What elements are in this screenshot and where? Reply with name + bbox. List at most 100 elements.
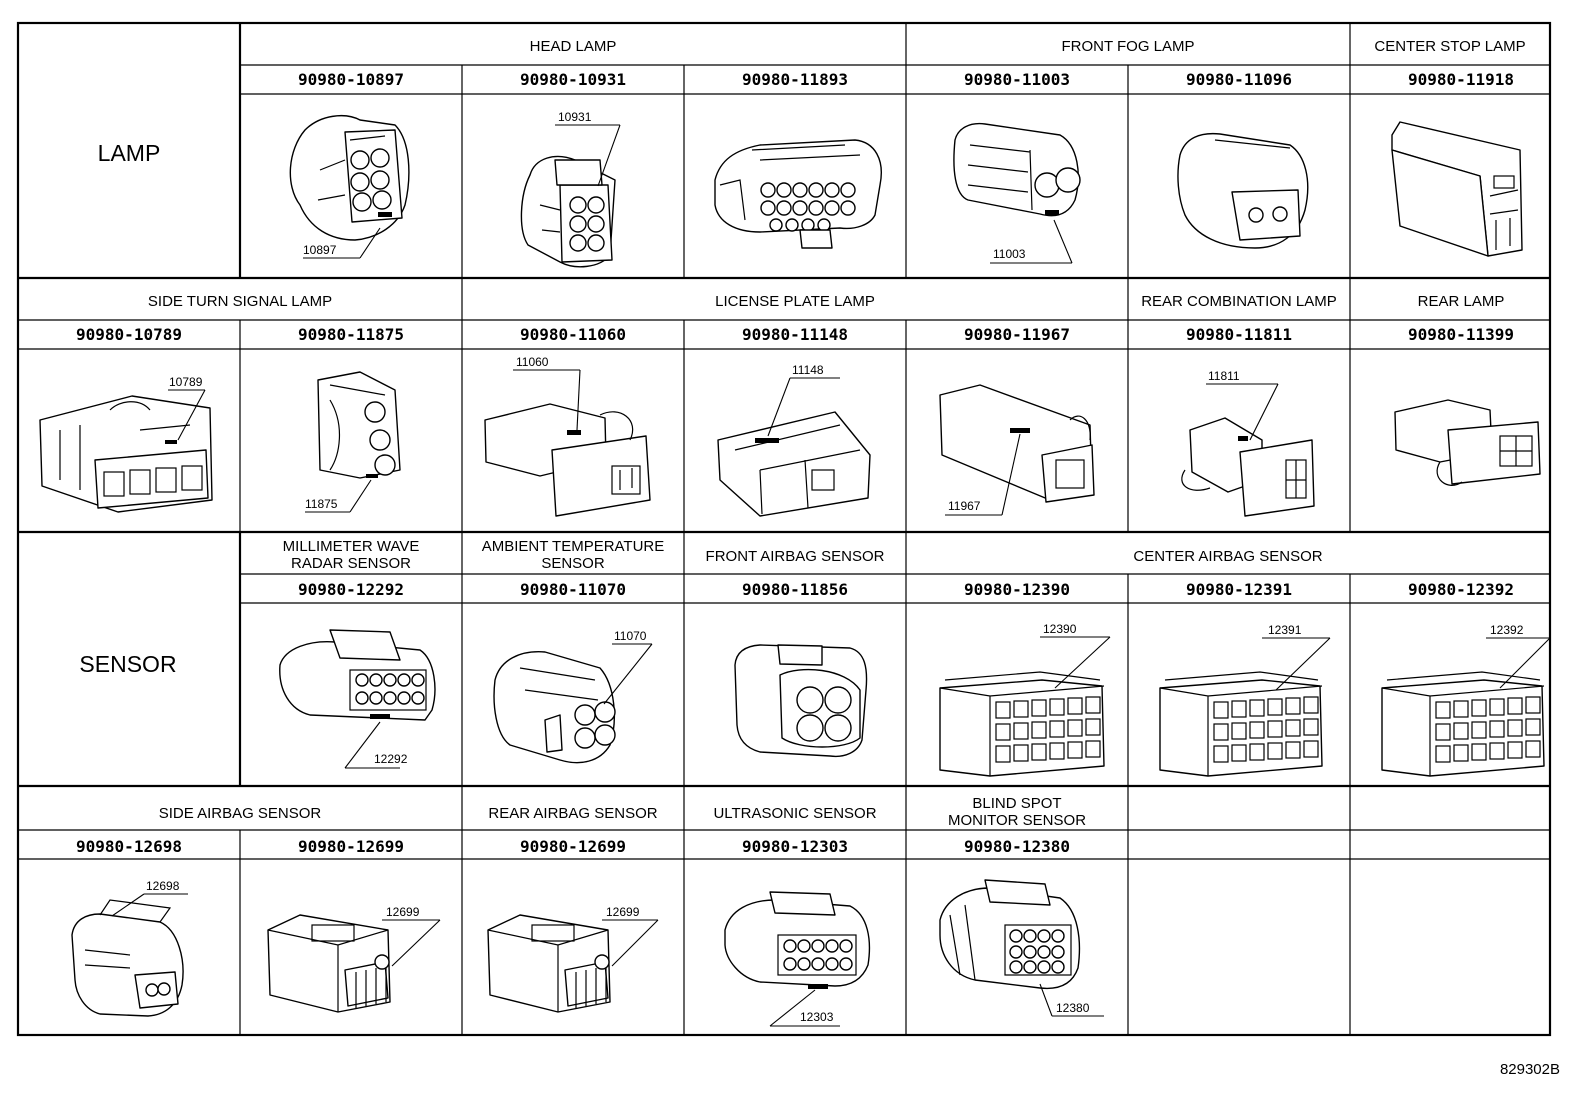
connector-illustration [939,879,1081,990]
callout-leader [576,369,581,431]
part-number: 90980-10897 [298,70,404,89]
part-number: 90980-12698 [76,837,182,856]
part-number: 90980-11967 [964,325,1070,344]
group-label-side-turn-signal-lamp: SIDE TURN SIGNAL LAMP [148,293,332,310]
connector-illustration [953,122,1081,217]
callout-label: 12292 [374,752,408,766]
group-label-rear-lamp: REAR LAMP [1418,293,1505,310]
connector-illustration [493,651,616,764]
callout-leader [611,919,659,967]
connector-illustration [939,671,1105,777]
part-number: 90980-10931 [520,70,626,89]
group-label-ambient-temperature: AMBIENT TEMPERATURE [482,538,665,555]
callout-leader [1039,983,1053,1017]
connector-illustration [279,629,436,721]
part-number: 90980-12699 [520,837,626,856]
group-label-license-plate-lamp: LICENSE PLATE LAMP [715,293,875,310]
callout-label: 11811 [1208,369,1240,383]
callout-label: 11060 [516,355,549,369]
callout-leader [597,124,621,187]
callout-leader [769,989,816,1027]
callout-label: 11070 [614,629,647,643]
callout-label: 12380 [1056,1001,1090,1015]
part-number: 90980-11148 [742,325,848,344]
callout-label: 11003 [993,247,1026,261]
part-number: 90980-12303 [742,837,848,856]
reference-code: 829302B [1500,1061,1560,1078]
part-number: 90980-12390 [964,580,1070,599]
connector-illustration [1391,121,1523,257]
part-number: 90980-12380 [964,837,1070,856]
connector-illustration [267,914,391,1013]
callout-leader [177,389,206,441]
connector-illustration [1381,671,1545,777]
part-number: 90980-12292 [298,580,404,599]
callout-label: 12391 [1268,623,1302,637]
connector-illustration [39,395,213,513]
callout-leader [603,643,653,705]
connector-illustration [71,899,184,1017]
connector-illustration [1159,671,1323,777]
group-label-center-airbag-sensor: CENTER AIRBAG SENSOR [1133,548,1322,565]
group-label-front-fog-lamp: FRONT FOG LAMP [1061,38,1194,55]
callout-leader [1053,219,1073,264]
callout-label: 12392 [1490,623,1524,637]
callout-label: 12698 [146,879,180,893]
callout-label: 10897 [303,243,337,257]
callout-label: 10931 [558,110,592,124]
category-sensor: SENSOR [79,651,176,677]
callout-leader [111,893,145,917]
part-number: 90980-12392 [1408,580,1514,599]
group-label-side-airbag-sensor: SIDE AIRBAG SENSOR [159,805,322,822]
part-number: 90980-11096 [1186,70,1292,89]
part-number: 90980-12391 [1186,580,1292,599]
connector-illustration [520,155,616,268]
callout-leader [359,227,381,259]
group-label-front-airbag-sensor: FRONT AIRBAG SENSOR [706,548,885,565]
callout-label: 11148 [792,363,824,377]
connector-illustration [714,139,882,249]
part-number: 90980-11856 [742,580,848,599]
connector-illustration [734,644,868,758]
part-number: 90980-11399 [1408,325,1514,344]
group-label-rear-airbag-sensor: REAR AIRBAG SENSOR [488,805,657,822]
connector-illustration [717,411,871,517]
callout-leader [349,479,372,513]
callout-leader [1249,383,1279,441]
part-number: 90980-11003 [964,70,1070,89]
part-number: 90980-11070 [520,580,626,599]
connector-illustration [939,384,1095,503]
group-label-ultrasonic-sensor: ULTRASONIC SENSOR [713,805,876,822]
callout-leader [344,721,381,769]
group-label-monitor-sensor: MONITOR SENSOR [948,812,1086,829]
callout-label: 12699 [386,905,420,919]
callout-leader [1499,637,1551,689]
connector-illustration [1394,399,1541,486]
part-number: 90980-11893 [742,70,848,89]
part-number: 90980-11060 [520,325,626,344]
category-lamp: LAMP [98,140,161,166]
group-label-head-lamp: HEAD LAMP [530,38,617,55]
connector-illustration [1177,132,1309,249]
part-number: 90980-11918 [1408,70,1514,89]
part-number: 90980-10789 [76,325,182,344]
group-label-radar-sensor: RADAR SENSOR [291,555,411,572]
group-label-center-stop-lamp: CENTER STOP LAMP [1374,38,1525,55]
connector-illustration [1181,417,1315,517]
part-number: 90980-12699 [298,837,404,856]
callout-label: 12390 [1043,622,1077,636]
callout-leader [767,377,791,437]
callout-label: 10789 [169,375,203,389]
callout-label: 12699 [606,905,640,919]
callout-leader [1275,637,1331,691]
callout-label: 12303 [800,1010,834,1024]
connector-illustration [289,114,410,241]
callout-leader [1001,433,1021,516]
part-number: 90980-11875 [298,325,404,344]
callout-leader [1054,636,1111,689]
group-label-millimeter-wave: MILLIMETER WAVE [283,538,420,555]
group-label-blind-spot: BLIND SPOT [972,795,1061,812]
group-label-ambient-sensor: SENSOR [541,555,605,572]
callout-label: 11875 [305,497,338,511]
connector-illustration [724,891,871,989]
